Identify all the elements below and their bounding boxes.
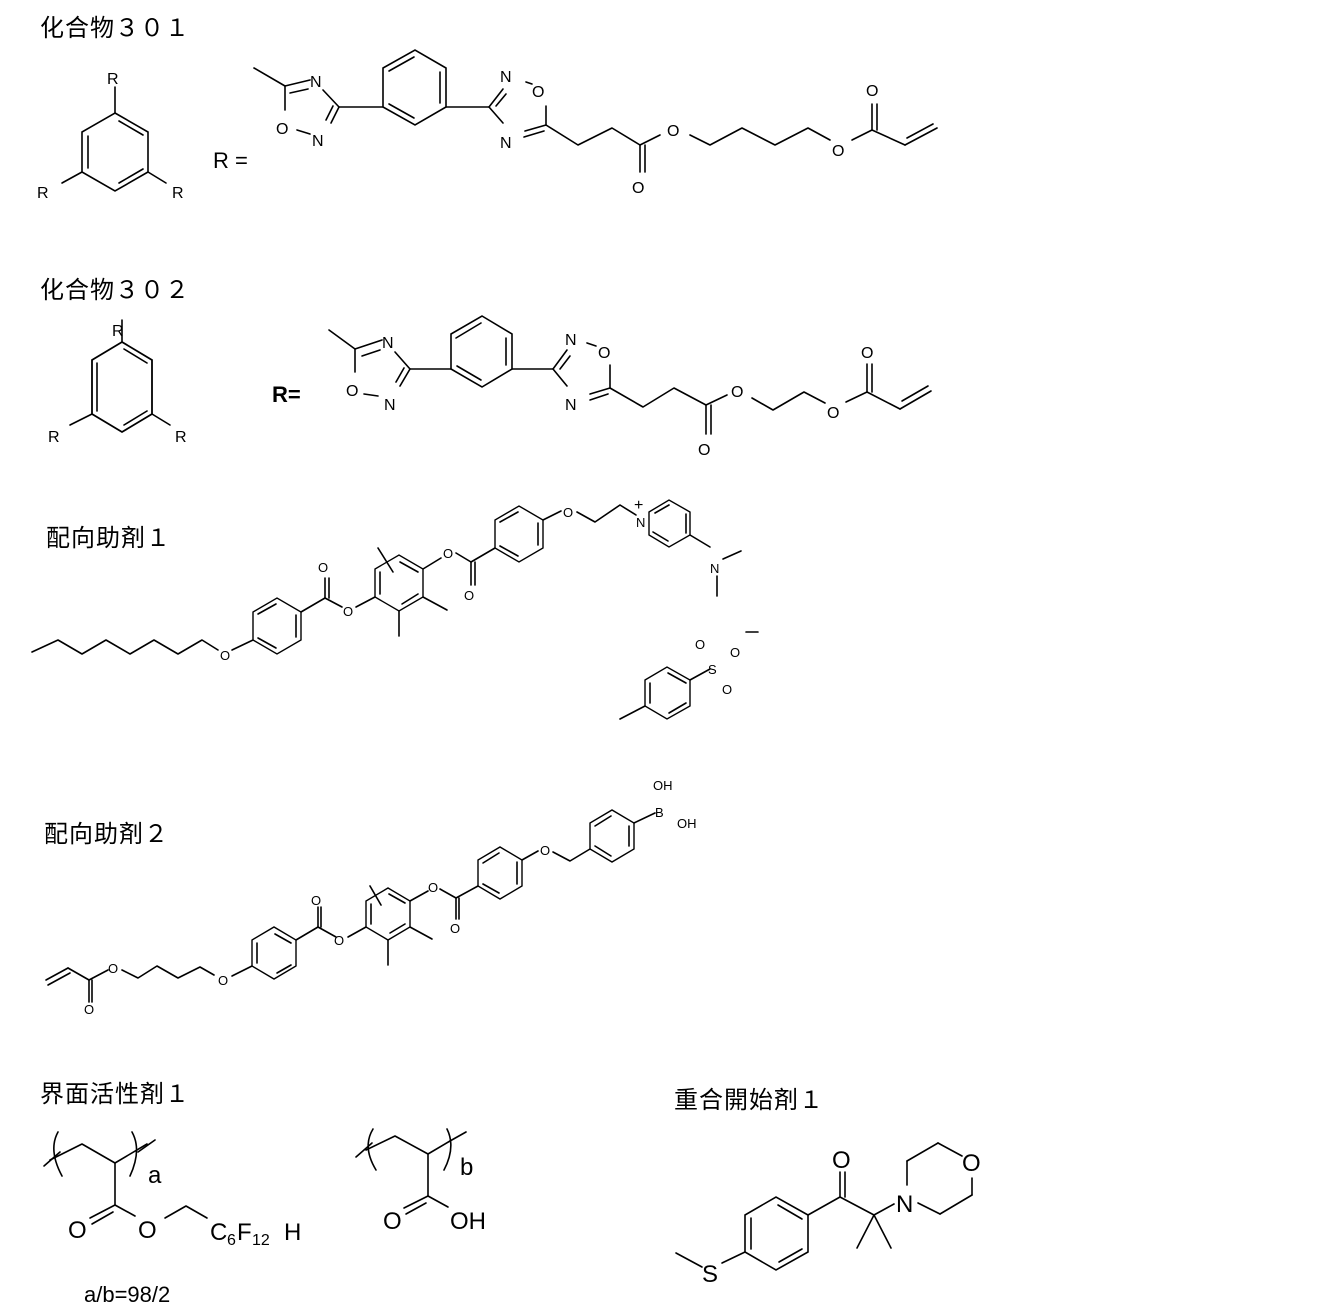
svg-text:O: O xyxy=(218,973,228,988)
svg-text:N: N xyxy=(312,133,324,150)
svg-text:O: O xyxy=(138,1217,157,1244)
svg-text:O: O xyxy=(443,546,453,561)
svg-text:R: R xyxy=(48,429,60,446)
svg-text:S: S xyxy=(702,1261,718,1288)
svg-text:N: N xyxy=(636,515,645,530)
svg-text:O: O xyxy=(318,560,328,575)
alignment-aid-2-structure: O O O O O O O O xyxy=(45,778,697,1017)
svg-text:+: + xyxy=(634,497,643,514)
svg-text:F: F xyxy=(237,1219,252,1246)
svg-text:OH: OH xyxy=(450,1208,486,1235)
svg-text:O: O xyxy=(428,880,438,895)
svg-text:O: O xyxy=(632,180,644,197)
svg-text:O: O xyxy=(695,637,705,652)
compound-302-r-equals: R= xyxy=(272,382,301,407)
svg-text:R: R xyxy=(172,185,184,202)
svg-text:O: O xyxy=(563,505,573,520)
svg-text:N: N xyxy=(565,397,577,414)
svg-text:N: N xyxy=(384,397,396,414)
svg-text:O: O xyxy=(722,682,732,697)
alignment-aid-1-structure: O O O O O O N + xyxy=(31,497,742,663)
compound-301-title: 化合物３０１ xyxy=(40,14,190,42)
svg-text:R: R xyxy=(112,323,124,340)
svg-text:O: O xyxy=(667,123,679,140)
svg-text:OH: OH xyxy=(677,816,697,831)
svg-text:H: H xyxy=(284,1219,301,1246)
compound-302-title: 化合物３０２ xyxy=(40,276,190,304)
compound-301-r-equals: R = xyxy=(213,148,248,173)
svg-text:O: O xyxy=(832,143,844,160)
svg-text:O: O xyxy=(450,921,460,936)
svg-text:O: O xyxy=(861,345,873,362)
svg-text:OH: OH xyxy=(653,778,673,793)
svg-text:R: R xyxy=(37,185,49,202)
svg-text:O: O xyxy=(827,405,839,422)
alignment-aid-2-title: 配向助剤２ xyxy=(44,820,169,848)
surfactant-1-title: 界面活性剤１ xyxy=(40,1080,190,1108)
svg-text:N: N xyxy=(382,335,394,352)
svg-text:O: O xyxy=(108,961,118,976)
polymerization-initiator-1-structure: S O N O xyxy=(675,1142,981,1288)
svg-text:O: O xyxy=(598,345,610,362)
svg-text:O: O xyxy=(220,648,230,663)
svg-text:O: O xyxy=(68,1217,87,1244)
svg-text:N: N xyxy=(896,1191,913,1218)
svg-text:a: a xyxy=(148,1162,162,1189)
alignment-aid-1-counter-ion: S O O O xyxy=(619,631,759,720)
surfactant-1-unit-b: b O OH xyxy=(355,1128,486,1235)
svg-text:N: N xyxy=(500,69,512,86)
svg-text:N: N xyxy=(565,332,577,349)
svg-text:N: N xyxy=(500,135,512,152)
svg-text:6: 6 xyxy=(227,1232,236,1249)
svg-text:B: B xyxy=(655,805,664,820)
svg-text:O: O xyxy=(832,1147,851,1174)
svg-text:O: O xyxy=(276,121,288,138)
svg-text:12: 12 xyxy=(252,1232,270,1249)
surfactant-ratio: a/b=98/2 xyxy=(84,1282,171,1307)
svg-text:O: O xyxy=(962,1150,981,1177)
svg-text:O: O xyxy=(383,1208,402,1235)
svg-text:b: b xyxy=(460,1154,473,1181)
svg-text:O: O xyxy=(532,84,544,101)
svg-text:O: O xyxy=(343,604,353,619)
svg-text:O: O xyxy=(540,843,550,858)
svg-text:O: O xyxy=(84,1002,94,1017)
alignment-aid-1-title: 配向助剤１ xyxy=(46,524,171,552)
compound-302-r-group: N N O N N O O O O O xyxy=(328,315,932,459)
svg-text:S: S xyxy=(708,662,717,677)
svg-text:C: C xyxy=(210,1219,227,1246)
svg-text:O: O xyxy=(334,933,344,948)
svg-text:N: N xyxy=(310,74,322,91)
compound-301-r-group: N N O N N O O O O xyxy=(253,49,938,197)
svg-text:R: R xyxy=(107,71,119,88)
polymerization-initiator-1-title: 重合開始剤１ xyxy=(674,1086,824,1114)
svg-text:O: O xyxy=(346,383,358,400)
svg-text:O: O xyxy=(730,645,740,660)
svg-text:R: R xyxy=(175,429,187,446)
svg-text:O: O xyxy=(311,893,321,908)
svg-text:O: O xyxy=(866,83,878,100)
svg-text:O: O xyxy=(731,384,743,401)
svg-text:O: O xyxy=(464,588,474,603)
compound-302-core-benzene: R R R xyxy=(48,319,187,446)
svg-text:O: O xyxy=(698,442,710,459)
surfactant-1-unit-a: a O O C 6 F 12 H xyxy=(43,1131,301,1249)
svg-text:N: N xyxy=(710,561,719,576)
compound-301-core-benzene: R R R xyxy=(37,71,184,202)
